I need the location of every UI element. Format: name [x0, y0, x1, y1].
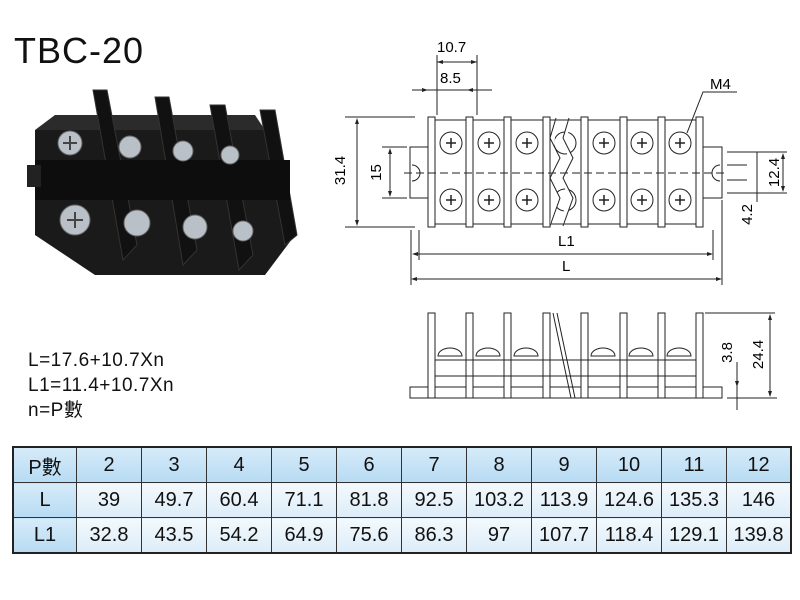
- table-cell: 92.5: [401, 482, 467, 518]
- table-cell: 81.8: [336, 482, 402, 518]
- table-cell: 32.8: [76, 517, 142, 554]
- dim-base-thickness: 3.8: [718, 342, 736, 363]
- table-header-cell: 8: [466, 446, 532, 483]
- table-cell: 135.3: [661, 482, 727, 518]
- dim-side-height: 24.4: [750, 339, 768, 370]
- dim-screw: M4: [710, 76, 731, 93]
- table-header-row: P數 2 3 4 5 6 7 8 9 10 11 12: [12, 446, 792, 483]
- table-header-cell: 12: [726, 446, 792, 483]
- dim-L: L: [562, 258, 571, 275]
- table-cell: 49.7: [141, 482, 207, 518]
- table-header-cell: 4: [206, 446, 272, 483]
- table-cell: 75.6: [336, 517, 402, 554]
- table-cell: 103.2: [466, 482, 532, 518]
- table-header-cell: 3: [141, 446, 207, 483]
- table-cell: 64.9: [271, 517, 337, 554]
- length-formulas: L=17.6+10.7Xn L1=11.4+10.7Xn n=P數: [28, 348, 174, 423]
- dim-mount-spacing: 15: [367, 164, 385, 181]
- dim-pitch: 10.7: [437, 39, 467, 56]
- dim-slot: 12.4: [766, 157, 784, 188]
- product-photo: [27, 89, 298, 275]
- table-cell: 97: [466, 517, 532, 554]
- table-cell: 71.1: [271, 482, 337, 518]
- table-cell: 124.6: [596, 482, 662, 518]
- table-row-L: L 39 49.7 60.4 71.1 81.8 92.5 103.2 113.…: [12, 482, 792, 518]
- row-label: L1: [12, 517, 77, 554]
- formula-L: L=17.6+10.7Xn: [28, 350, 165, 371]
- table-cell: 86.3: [401, 517, 467, 554]
- dimension-table: P數 2 3 4 5 6 7 8 9 10 11 12 L 39 49.7 60…: [12, 446, 792, 554]
- table-header-cell: 7: [401, 446, 467, 483]
- row-label: L: [12, 482, 77, 518]
- table-header-cell: 9: [531, 446, 597, 483]
- table-header-cell: 5: [271, 446, 337, 483]
- dim-L1: L1: [558, 233, 575, 250]
- table-header-cell: 11: [661, 446, 727, 483]
- product-title: TBC-20: [14, 30, 145, 71]
- table-row-L1: L1 32.8 43.5 54.2 64.9 75.6 86.3 97 107.…: [12, 517, 792, 554]
- table-cell: 43.5: [141, 517, 207, 554]
- dimension-drawing: [345, 55, 787, 410]
- table-cell: 60.4: [206, 482, 272, 518]
- table-cell: 146: [726, 482, 792, 518]
- table-cell: 113.9: [531, 482, 597, 518]
- table-header-cell: 10: [596, 446, 662, 483]
- table-header-cell: 2: [76, 446, 142, 483]
- formula-n: n=P數: [28, 400, 84, 421]
- table-header-cell: P數: [12, 446, 77, 483]
- table-cell: 54.2: [206, 517, 272, 554]
- table-header-cell: 6: [336, 446, 402, 483]
- table-cell: 139.8: [726, 517, 792, 554]
- table-cell: 129.1: [661, 517, 727, 554]
- table-cell: 39: [76, 482, 142, 518]
- dim-barrier-gap: 8.5: [440, 70, 461, 87]
- table-cell: 118.4: [596, 517, 662, 554]
- dim-height: 31.4: [332, 155, 350, 186]
- dim-slot-width: 4.2: [738, 204, 756, 225]
- table-cell: 107.7: [531, 517, 597, 554]
- formula-L1: L1=11.4+10.7Xn: [28, 375, 175, 396]
